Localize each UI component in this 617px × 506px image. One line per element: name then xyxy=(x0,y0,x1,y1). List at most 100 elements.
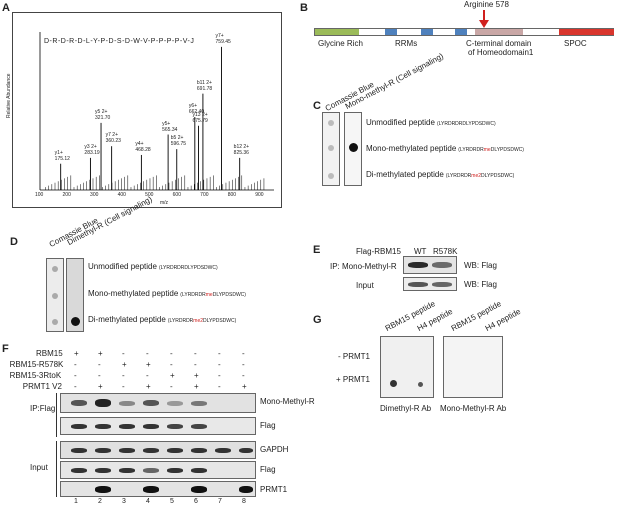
condition-sign: - xyxy=(218,382,221,391)
lane-number: 7 xyxy=(218,498,222,505)
panel-e-ip-blot xyxy=(403,256,457,274)
ms-peak-ion: b11 2+ xyxy=(196,79,212,86)
spoc-domain xyxy=(559,29,614,35)
panel-e-letter: E xyxy=(313,244,321,256)
ms-xtick-label: 400 xyxy=(117,192,126,198)
rrm-domain-1 xyxy=(385,29,397,35)
condition-label: PRMT1 V2 xyxy=(22,382,62,391)
ms-sequence: D-R-D-R-D-L-Y-P-D-S-D-W-V-P-P-P-P-V-J xyxy=(44,38,195,45)
g-dimethyl-membrane xyxy=(380,336,434,398)
panel-c-letter: C xyxy=(313,100,321,112)
panel-a-letter: A xyxy=(2,2,10,14)
ms-spectrum-frame xyxy=(12,12,282,208)
panel-c-col2-label: Mono-methyl-R (Cell signaling) xyxy=(343,51,445,111)
panel-e-wb-flag-1: WB: Flag xyxy=(464,261,497,270)
condition-label: RBM15-R578K xyxy=(9,360,64,369)
condition-sign: - xyxy=(146,349,149,358)
ip-mono-methyl-r-label: IP: Mono-Methyl-R xyxy=(330,262,397,271)
lane-number: 8 xyxy=(242,498,246,505)
glycine-rich-label: Glycine Rich xyxy=(318,39,363,48)
ms-xtick-label: 100 xyxy=(35,192,44,198)
condition-sign: + xyxy=(98,349,103,358)
peptide-label: Unmodified peptide xyxy=(366,118,435,127)
condition-sign: - xyxy=(218,349,221,358)
panel-b-letter: B xyxy=(300,2,308,14)
homeodomain-label-line2: of Homeodomain1 xyxy=(468,48,534,57)
peptide-row: Mono-methylated peptide(LYRDRDRmeDLYPDSD… xyxy=(366,144,524,153)
rbm15-protein-bar xyxy=(314,28,614,36)
ms-peak-ion: y7+ xyxy=(215,32,224,39)
peptide-seq-pre: (LYRDRDR xyxy=(458,147,484,153)
f-label-flag-ip: Flag xyxy=(260,421,276,430)
condition-sign: + xyxy=(146,360,151,369)
f-label-flag-input: Flag xyxy=(260,465,276,474)
rrms-label: RRMs xyxy=(395,39,418,48)
peptide-row: Di-methylated peptide(LYRDRDRme2DLYPDSDW… xyxy=(366,170,514,179)
ms-peak-ion: y7 2+ xyxy=(105,132,118,139)
peptide-label: Unmodified peptide xyxy=(88,262,157,271)
ms-xtick-label: 800 xyxy=(227,192,237,198)
peptide-label: Di-methylated peptide xyxy=(366,170,444,179)
ms-spectrum-plot xyxy=(39,32,274,191)
condition-sign: - xyxy=(146,371,149,380)
condition-sign: - xyxy=(194,349,197,358)
lane-number: 3 xyxy=(122,498,126,505)
peptide-seq-pre: (LYRDRDR xyxy=(445,173,472,179)
ms-xlabel: m/z xyxy=(160,200,169,206)
ip-flag-label: IP:Flag xyxy=(30,404,56,413)
ms-peak-mz: 565.34 xyxy=(162,126,178,133)
ms-peak-mz: 321.70 xyxy=(95,114,111,121)
peptide-label: Mono-methylated peptide xyxy=(366,144,457,153)
ms-peak-mz: 691.78 xyxy=(196,85,213,92)
condition-sign: + xyxy=(194,382,199,391)
ms-peak-ion: y6+ xyxy=(188,103,198,109)
condition-sign: + xyxy=(122,360,127,369)
f-label-prmt1: PRMT1 xyxy=(260,485,288,494)
condition-sign: + xyxy=(98,382,103,391)
rrm-domain-2 xyxy=(421,29,433,35)
condition-sign: + xyxy=(194,371,199,380)
homeodomain-region xyxy=(475,29,523,35)
peptide-label: Di-methylated peptide xyxy=(88,315,166,324)
condition-sign: - xyxy=(98,360,101,369)
ms-peak-ion: y3 2+ xyxy=(84,143,97,150)
g-mono-methyl-ab-label: Mono-Methyl-R Ab xyxy=(440,404,507,413)
lane-number: 5 xyxy=(170,498,174,505)
condition-sign: - xyxy=(242,360,245,369)
peptide-mod: me xyxy=(205,292,213,298)
ms-peak-ion: y5+ xyxy=(162,120,171,127)
condition-sign: - xyxy=(242,349,245,358)
ms-peak-ion: y4+ xyxy=(135,140,144,147)
panel-f-letter: F xyxy=(2,343,9,355)
condition-sign: - xyxy=(170,360,173,369)
ms-peak-mz: 175.12 xyxy=(54,155,70,162)
f-blot-prmt1 xyxy=(60,481,256,497)
arginine-arrow-icon xyxy=(479,10,489,28)
ms-xtick-label: 700 xyxy=(200,192,209,198)
g-minus-prmt1: - PRMT1 xyxy=(338,352,370,361)
f-blot-mono-methyl-r xyxy=(60,393,256,413)
condition-sign: + xyxy=(170,371,175,380)
panel-g-letter: G xyxy=(313,314,322,326)
g-dimethyl-ab-label: Dimethyl-R Ab xyxy=(380,404,432,413)
ms-peak-mz: 759.45 xyxy=(215,38,231,45)
lane-number: 2 xyxy=(98,498,102,505)
peptide-row: Di-methylated peptide(LYRDRDRme2DLYPDSDW… xyxy=(88,315,236,324)
ms-peak-ion: y5 2+ xyxy=(95,108,108,115)
input-bracket xyxy=(56,441,57,497)
peptide-seq-pre: (LYRDRDR xyxy=(180,292,206,298)
panel-e-wb-flag-2: WB: Flag xyxy=(464,280,497,289)
ms-peak-mz: 662.40 xyxy=(188,109,205,115)
peptide-label: Mono-methylated peptide xyxy=(88,289,179,298)
lane-number: 4 xyxy=(146,498,150,505)
lane-number: 1 xyxy=(74,498,78,505)
ms-ylabel: Relative Abundance xyxy=(6,73,12,118)
panel-d-coomassie-strip xyxy=(46,258,64,332)
peptide-seq-post: DLYPDSDWC) xyxy=(490,147,524,153)
wt-label: WT xyxy=(414,247,427,256)
peptide-seq-post: DLYPDSDWC) xyxy=(203,318,237,324)
condition-sign: - xyxy=(194,360,197,369)
input-label: Input xyxy=(30,463,48,472)
f-blot-gapdh xyxy=(60,441,256,459)
ms-xtick-label: 300 xyxy=(90,192,99,198)
